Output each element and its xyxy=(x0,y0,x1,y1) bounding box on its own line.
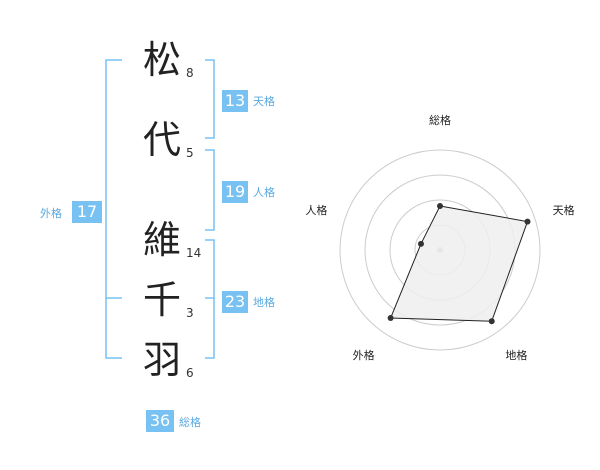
radar-points xyxy=(387,203,531,325)
stroke-count-2: 5 xyxy=(186,146,194,160)
radar-point xyxy=(387,314,394,321)
radar-area xyxy=(389,205,529,322)
radar-axis-label: 天格 xyxy=(553,203,575,217)
tenkaku-value-badge: 13 xyxy=(222,90,248,112)
name-char-1: 松 xyxy=(142,38,181,82)
radar-axis-label: 外格 xyxy=(353,348,375,362)
stroke-count-3: 14 xyxy=(186,246,202,260)
name-char-3: 維 xyxy=(142,218,181,262)
name-char-5: 羽 xyxy=(142,338,181,382)
radar-point xyxy=(488,318,495,325)
gaikaku-bracket xyxy=(105,59,122,359)
radar-axis-label: 地格 xyxy=(505,348,527,362)
name-char-2: 代 xyxy=(142,118,181,162)
soukaku-label: 総格 xyxy=(179,416,201,429)
radar-point xyxy=(417,240,424,247)
chikaku-bracket xyxy=(205,239,215,359)
radar-ring xyxy=(339,149,541,351)
chikaku-label: 地格 xyxy=(253,296,275,309)
radar-point xyxy=(524,218,531,225)
radar-axis-label: 総格 xyxy=(429,113,451,127)
stroke-count-5: 6 xyxy=(186,366,194,380)
chikaku-value-badge: 23 xyxy=(222,291,248,313)
gaikaku-label: 外格 xyxy=(40,207,62,220)
radar-point xyxy=(437,203,443,209)
gaikaku-value-badge: 17 xyxy=(72,201,102,223)
name-char-4: 千 xyxy=(142,278,181,322)
stroke-count-1: 8 xyxy=(186,66,194,80)
stroke-count-4: 3 xyxy=(186,306,194,320)
tenkaku-bracket xyxy=(205,59,215,139)
jinkaku-label: 人格 xyxy=(253,186,275,199)
jinkaku-value-badge: 19 xyxy=(222,181,248,203)
jinkaku-bracket xyxy=(205,149,215,231)
radar-axis-label: 人格 xyxy=(305,203,327,217)
tenkaku-label: 天格 xyxy=(253,95,275,108)
soukaku-value-badge: 36 xyxy=(146,410,174,432)
